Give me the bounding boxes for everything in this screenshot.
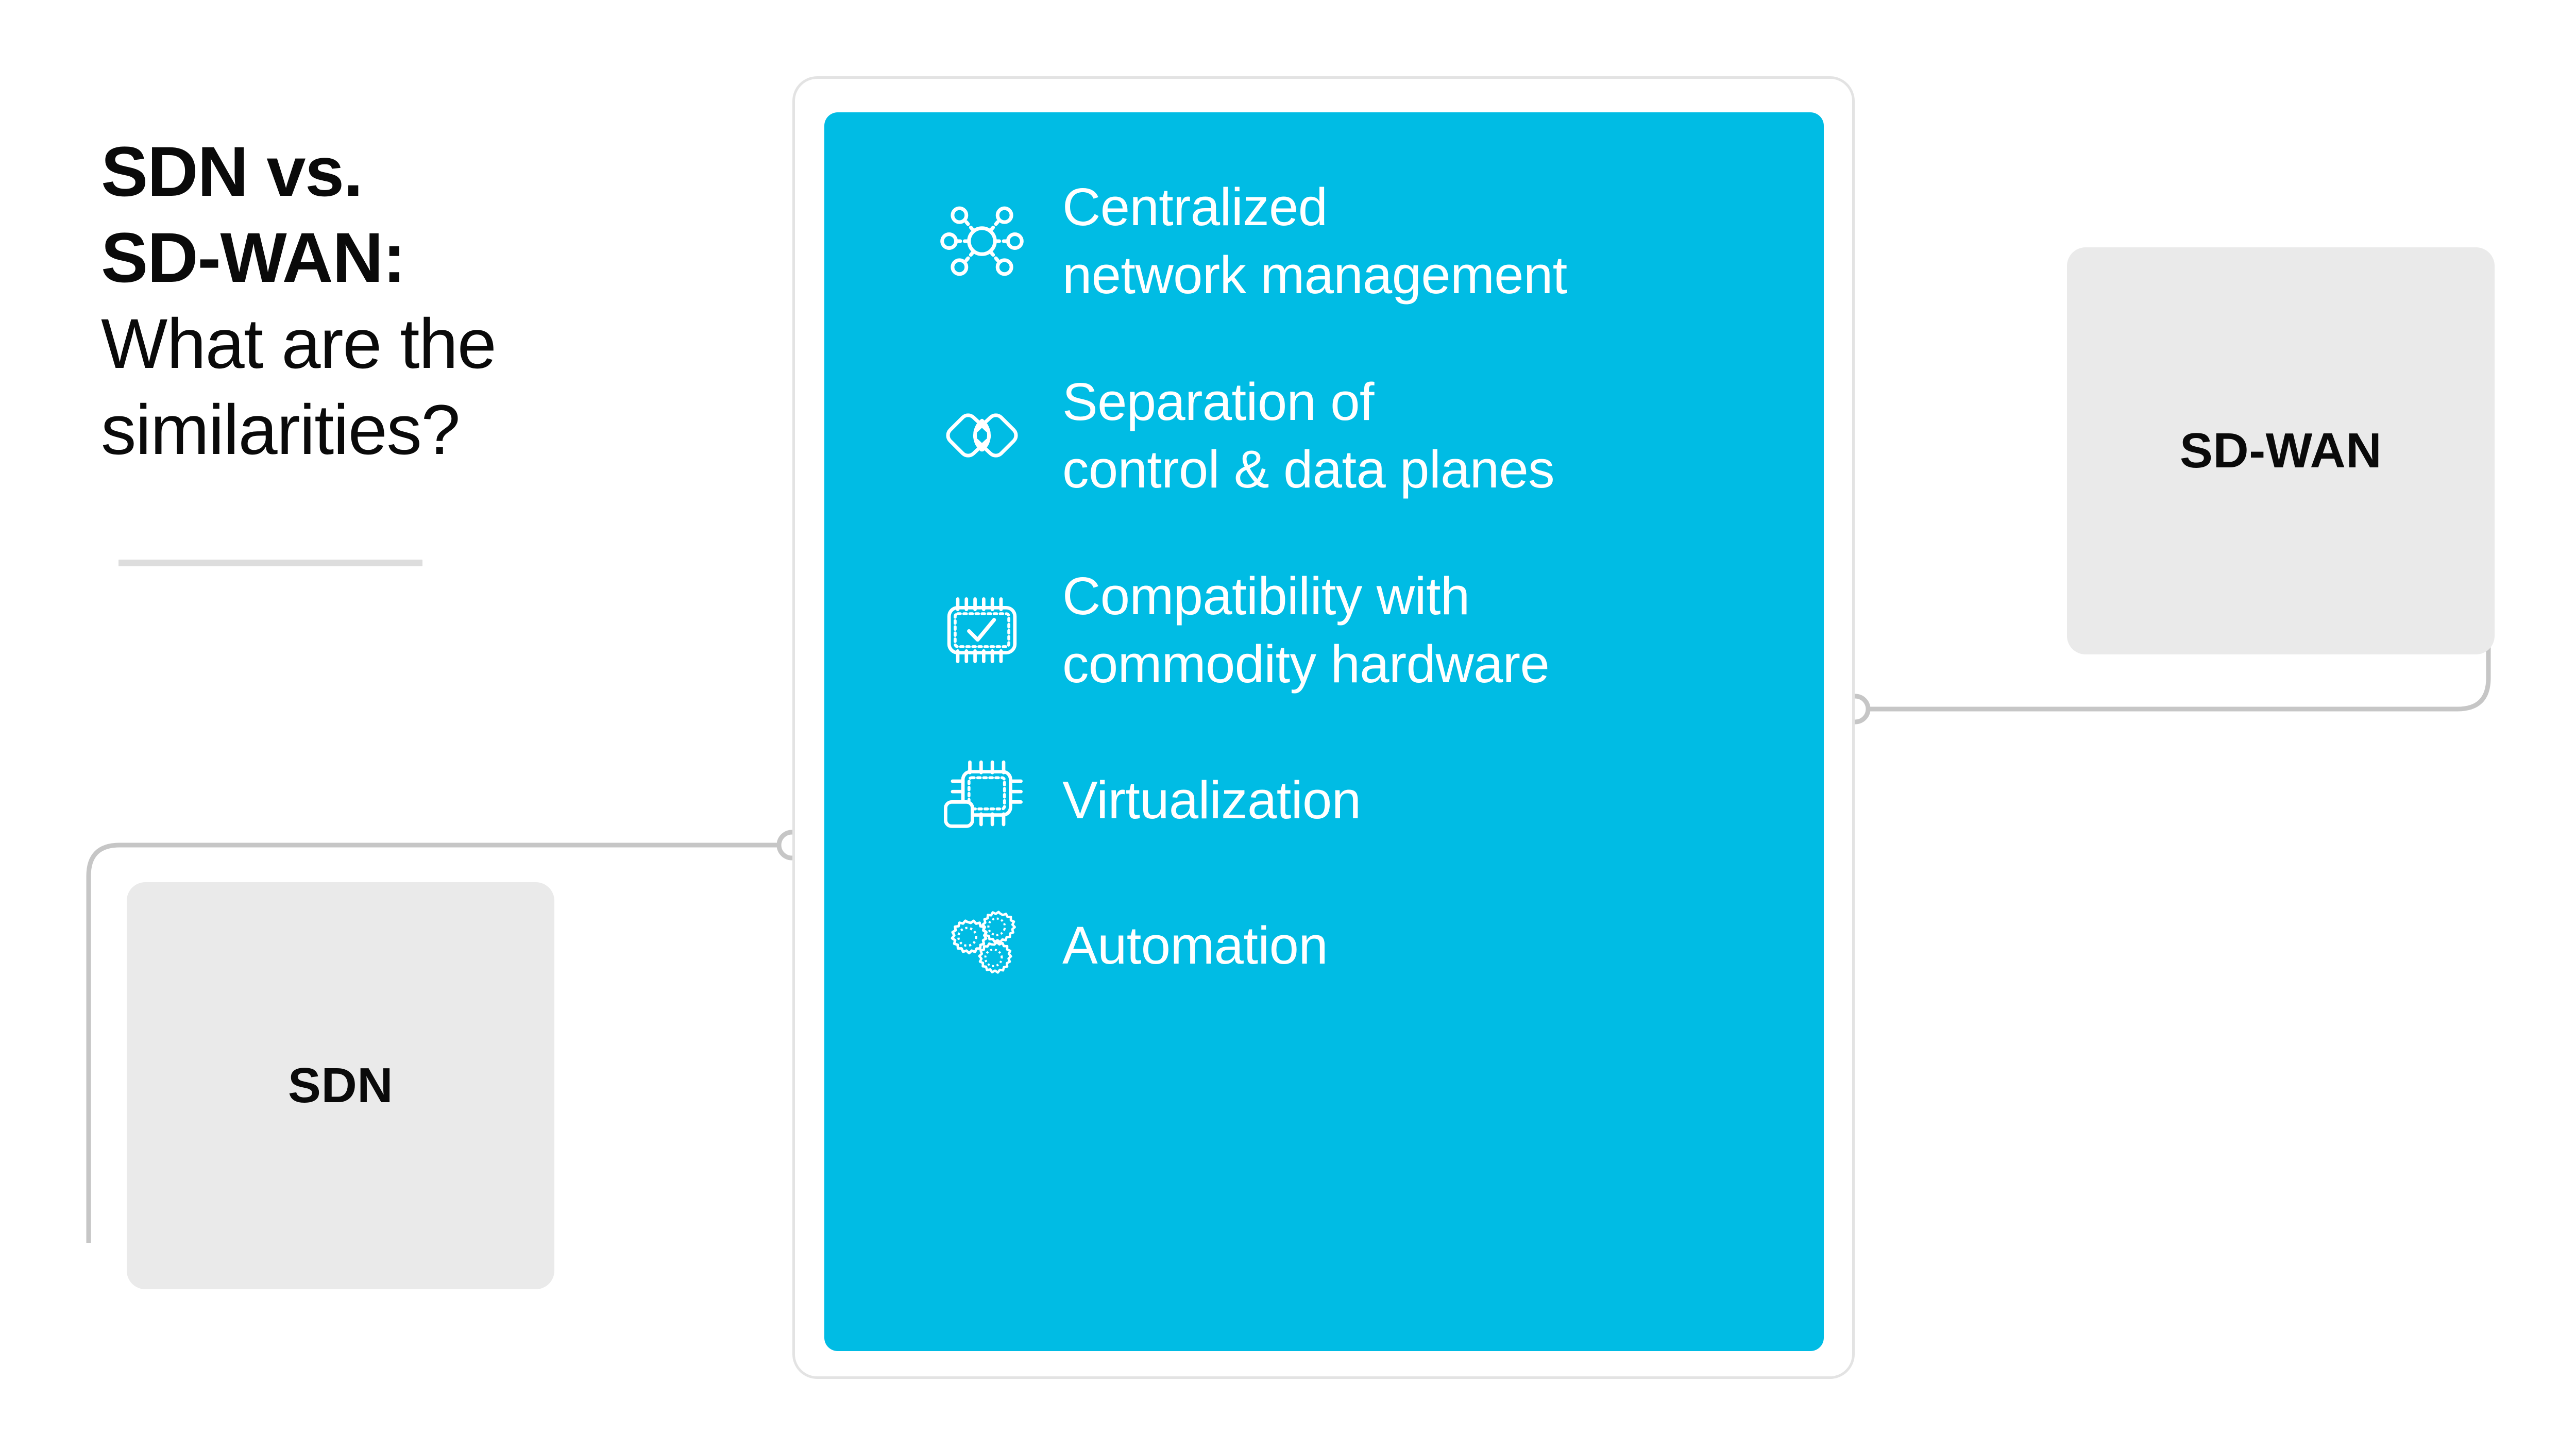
sdwan-box-label: SD-WAN xyxy=(2179,423,2382,478)
gears-icon xyxy=(939,902,1025,989)
feature-item-automation: Automation xyxy=(824,902,1824,989)
title-light-lines: What are the similarities? xyxy=(101,301,709,473)
overlapping-diamonds-icon xyxy=(939,392,1025,479)
feature-label: Separation of control & data planes xyxy=(1062,372,1555,499)
sdn-box: SDN xyxy=(127,882,554,1289)
sdn-box-label: SDN xyxy=(287,1058,394,1113)
title-line-1: SDN vs. xyxy=(101,132,363,211)
chip-stack-icon xyxy=(939,757,1025,844)
feature-label: Compatibility with commodity hardware xyxy=(1062,566,1550,694)
feature-label: Automation xyxy=(1062,916,1328,975)
feature-label: Virtualization xyxy=(1062,770,1361,830)
title-line-2: SD-WAN: xyxy=(101,218,406,298)
chip-check-icon xyxy=(939,587,1025,673)
title-line-3: What are the xyxy=(101,305,497,384)
title-line-4: similarities? xyxy=(101,391,461,470)
feature-item-centralized-network-management: Centralized network management xyxy=(824,173,1824,309)
feature-list: Centralized network management Separatio… xyxy=(824,173,1824,989)
feature-label: Centralized network management xyxy=(1062,177,1567,305)
feature-item-separation-of-control-and-data-planes: Separation of control & data planes xyxy=(824,368,1824,504)
sdwan-box: SD-WAN xyxy=(2067,247,2495,654)
similarities-panel: Centralized network management Separatio… xyxy=(824,112,1824,1351)
title-divider xyxy=(118,560,422,566)
feature-item-compatibility-with-commodity-hardware: Compatibility with commodity hardware xyxy=(824,562,1824,698)
page-title: SDN vs. SD-WAN: What are the similaritie… xyxy=(101,129,709,566)
feature-item-virtualization: Virtualization xyxy=(824,757,1824,844)
title-strong-lines: SDN vs. SD-WAN: xyxy=(101,129,709,301)
network-hub-icon xyxy=(939,198,1025,284)
